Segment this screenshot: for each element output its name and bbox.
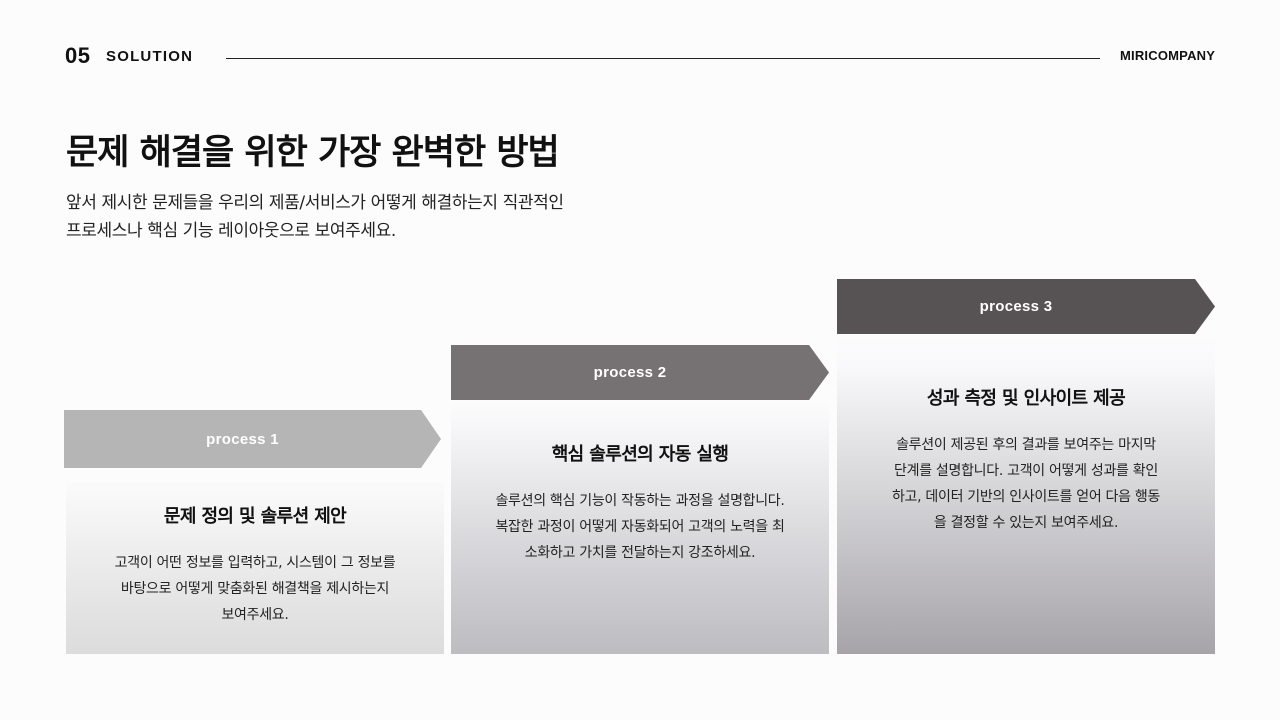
description-line: 소화하고 가치를 전달하는지 강조하세요. [524, 545, 756, 561]
process-2-arrow-banner: process 2 [451, 345, 829, 400]
process-1-arrow-banner: process 1 [64, 410, 441, 468]
description-line: 보여주세요. [221, 607, 289, 623]
description-line: 을 결정할 수 있는지 보여주세요. [933, 515, 1119, 531]
brand-name: MIRICOMPANY [1120, 48, 1216, 63]
description-line: 복잡한 과정이 어떻게 자동화되어 고객의 노력을 최 [495, 519, 785, 535]
subtitle-line: 앞서 제시한 문제들을 우리의 제품/서비스가 어떻게 해결하는지 직관적인 [66, 193, 564, 213]
process-3-card: 성과 측정 및 인사이트 제공 솔루션이 제공된 후의 결과를 보여주는 마지막… [837, 334, 1215, 654]
header-divider [226, 58, 1100, 59]
section-title: SOLUTION [106, 48, 194, 65]
description-line: 고객이 어떤 정보를 입력하고, 시스템이 그 정보를 [114, 555, 396, 571]
description-line: 솔루션의 핵심 기능이 작동하는 과정을 설명합니다. [495, 493, 785, 509]
description-line: 단계를 설명합니다. 고객이 어떻게 성과를 확인 [894, 463, 1158, 479]
process-2-description: 솔루션의 핵심 기능이 작동하는 과정을 설명합니다. 복잡한 과정이 어떻게 … [495, 488, 784, 566]
description-line: 솔루션이 제공된 후의 결과를 보여주는 마지막 [896, 437, 1156, 453]
page-title: 문제 해결을 위한 가장 완벽한 방법 [66, 133, 560, 173]
subtitle-line: 프로세스나 핵심 기능 레이아웃으로 보여주세요. [66, 221, 396, 241]
process-2-label: process 2 [593, 364, 667, 381]
page-subtitle: 앞서 제시한 문제들을 우리의 제품/서비스가 어떻게 해결하는지 직관적인 프… [66, 189, 666, 245]
description-line: 바탕으로 어떻게 맞춤화된 해결책을 제시하는지 [120, 581, 390, 597]
process-3-description: 솔루션이 제공된 후의 결과를 보여주는 마지막 단계를 설명합니다. 고객이 … [892, 432, 1160, 536]
process-1-description: 고객이 어떤 정보를 입력하고, 시스템이 그 정보를 바탕으로 어떻게 맞춤화… [115, 550, 396, 628]
process-2-title: 핵심 솔루션의 자동 실행 [551, 444, 729, 465]
process-3-arrow-banner: process 3 [837, 279, 1215, 334]
process-1-title: 문제 정의 및 솔루션 제안 [163, 506, 347, 527]
section-number: 05 [65, 43, 91, 68]
process-1-label: process 1 [206, 430, 279, 448]
process-3-label: process 3 [979, 298, 1053, 315]
process-1-card: 문제 정의 및 솔루션 제안 고객이 어떤 정보를 입력하고, 시스템이 그 정… [66, 482, 444, 654]
process-3-title: 성과 측정 및 인사이트 제공 [926, 388, 1126, 409]
description-line: 하고, 데이터 기반의 인사이트를 얻어 다음 행동 [891, 489, 1161, 505]
process-2-card: 핵심 솔루션의 자동 실행 솔루션의 핵심 기능이 작동하는 과정을 설명합니다… [451, 400, 829, 654]
